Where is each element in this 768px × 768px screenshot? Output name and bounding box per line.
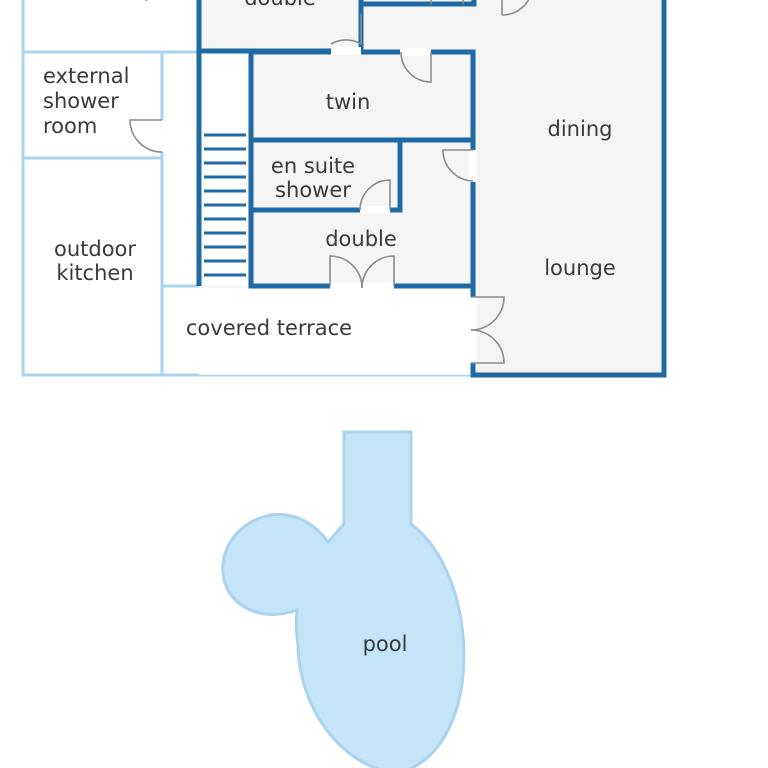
terrace-floor — [199, 288, 471, 374]
label-top-left: ) — [144, 0, 152, 3]
label-pool: pool — [363, 632, 408, 656]
door-lounge-terrace[interactable] — [469, 296, 505, 364]
room-en-suite-shower — [248, 137, 403, 213]
door-top-dining[interactable] — [501, 0, 532, 16]
label-outdoor-kitchen-2: kitchen — [56, 261, 133, 285]
label-en-suite-2: shower — [275, 178, 351, 202]
door-en-suite-shower[interactable] — [359, 179, 391, 214]
pool-shape — [221, 430, 466, 768]
label-top-double: double — [244, 0, 316, 10]
label-dining: dining — [548, 117, 613, 141]
label-outdoor-kitchen-1: outdoor — [54, 237, 136, 261]
label-external-shower-3: room — [43, 114, 97, 138]
label-external-shower-2: shower — [43, 89, 119, 113]
room-external-shower — [21, 50, 164, 160]
door-double-hall[interactable] — [442, 149, 477, 182]
door-twin[interactable] — [400, 48, 432, 83]
label-en-suite-1: en suite — [271, 154, 355, 178]
door-external-shower[interactable] — [129, 119, 165, 153]
label-twin: twin — [326, 90, 371, 114]
room-top-closet — [358, 0, 477, 7]
door-top-double[interactable] — [330, 14, 362, 55]
label-double: double — [325, 227, 397, 251]
label-covered-terrace: covered terrace — [186, 316, 352, 340]
staircase — [204, 133, 246, 277]
label-lounge: lounge — [544, 256, 616, 280]
room-outdoor-kitchen — [21, 156, 164, 377]
room-top-left — [21, 0, 201, 54]
stair-floor — [199, 52, 251, 286]
door-double-terrace[interactable] — [329, 255, 395, 290]
label-external-shower-1: external — [43, 64, 129, 88]
